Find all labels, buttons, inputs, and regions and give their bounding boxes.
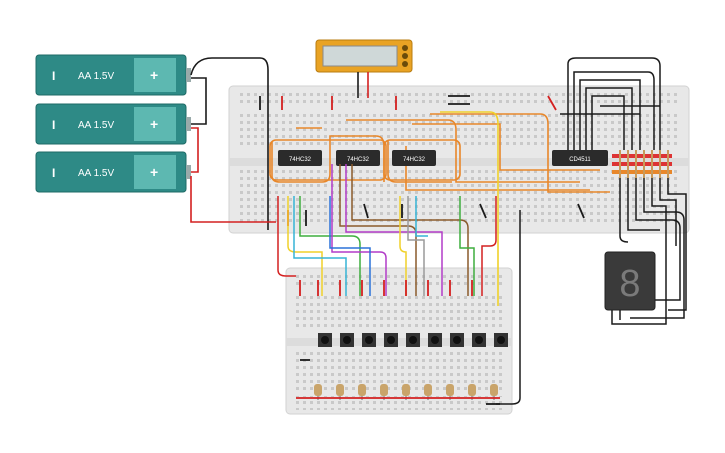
chip-1-label: 74HC32	[289, 157, 312, 163]
battery-2-pos-label: +	[150, 116, 158, 132]
display-wires	[560, 57, 687, 325]
chip-4-label: CD4511	[569, 157, 591, 163]
battery-wires	[190, 57, 276, 230]
chip-3[interactable]: 74HC32	[392, 150, 436, 166]
push-button-1[interactable]	[318, 333, 332, 347]
resistor-array	[612, 150, 672, 178]
chip-2-label: 74HC32	[347, 157, 370, 163]
lower-red-jumpers	[299, 280, 473, 296]
push-button-3[interactable]	[362, 333, 376, 347]
battery-1[interactable]: I AA 1.5V +	[35, 54, 191, 96]
battery-3-label: AA 1.5V	[78, 168, 114, 179]
push-button-4[interactable]	[384, 333, 398, 347]
push-button-9[interactable]	[494, 333, 508, 347]
push-button-2[interactable]	[340, 333, 354, 347]
push-button-5[interactable]	[406, 333, 420, 347]
chip-1[interactable]: 74HC32	[278, 150, 322, 166]
switch-breadboard	[285, 267, 513, 415]
yellow-wire-top	[440, 111, 499, 306]
seven-segment-digit: 8	[619, 263, 640, 305]
input-wires	[277, 164, 521, 405]
battery-3[interactable]: I AA 1.5V +	[35, 151, 191, 193]
seven-segment-display[interactable]: 8	[604, 251, 656, 311]
battery-2[interactable]: I AA 1.5V +	[35, 103, 191, 145]
rail-jumpers	[259, 95, 585, 226]
battery-1-label: AA 1.5V	[78, 71, 114, 82]
push-button-7[interactable]	[450, 333, 464, 347]
battery-3-neg-label: I	[52, 166, 55, 180]
multimeter[interactable]	[315, 39, 413, 98]
battery-3-pos-label: +	[150, 164, 158, 180]
push-buttons	[318, 333, 508, 347]
battery-1-pos-label: +	[150, 67, 158, 83]
battery-1-neg-label: I	[52, 69, 55, 83]
push-button-6[interactable]	[428, 333, 442, 347]
lower-rail-wires	[296, 359, 500, 405]
battery-2-label: AA 1.5V	[78, 120, 114, 131]
push-button-8[interactable]	[472, 333, 486, 347]
chip-2[interactable]: 74HC32	[336, 150, 380, 166]
chip-highlight-outlines	[269, 139, 461, 181]
chip-3-label: 74HC32	[403, 157, 426, 163]
battery-2-neg-label: I	[52, 118, 55, 132]
chip-4[interactable]: CD4511	[552, 150, 608, 166]
